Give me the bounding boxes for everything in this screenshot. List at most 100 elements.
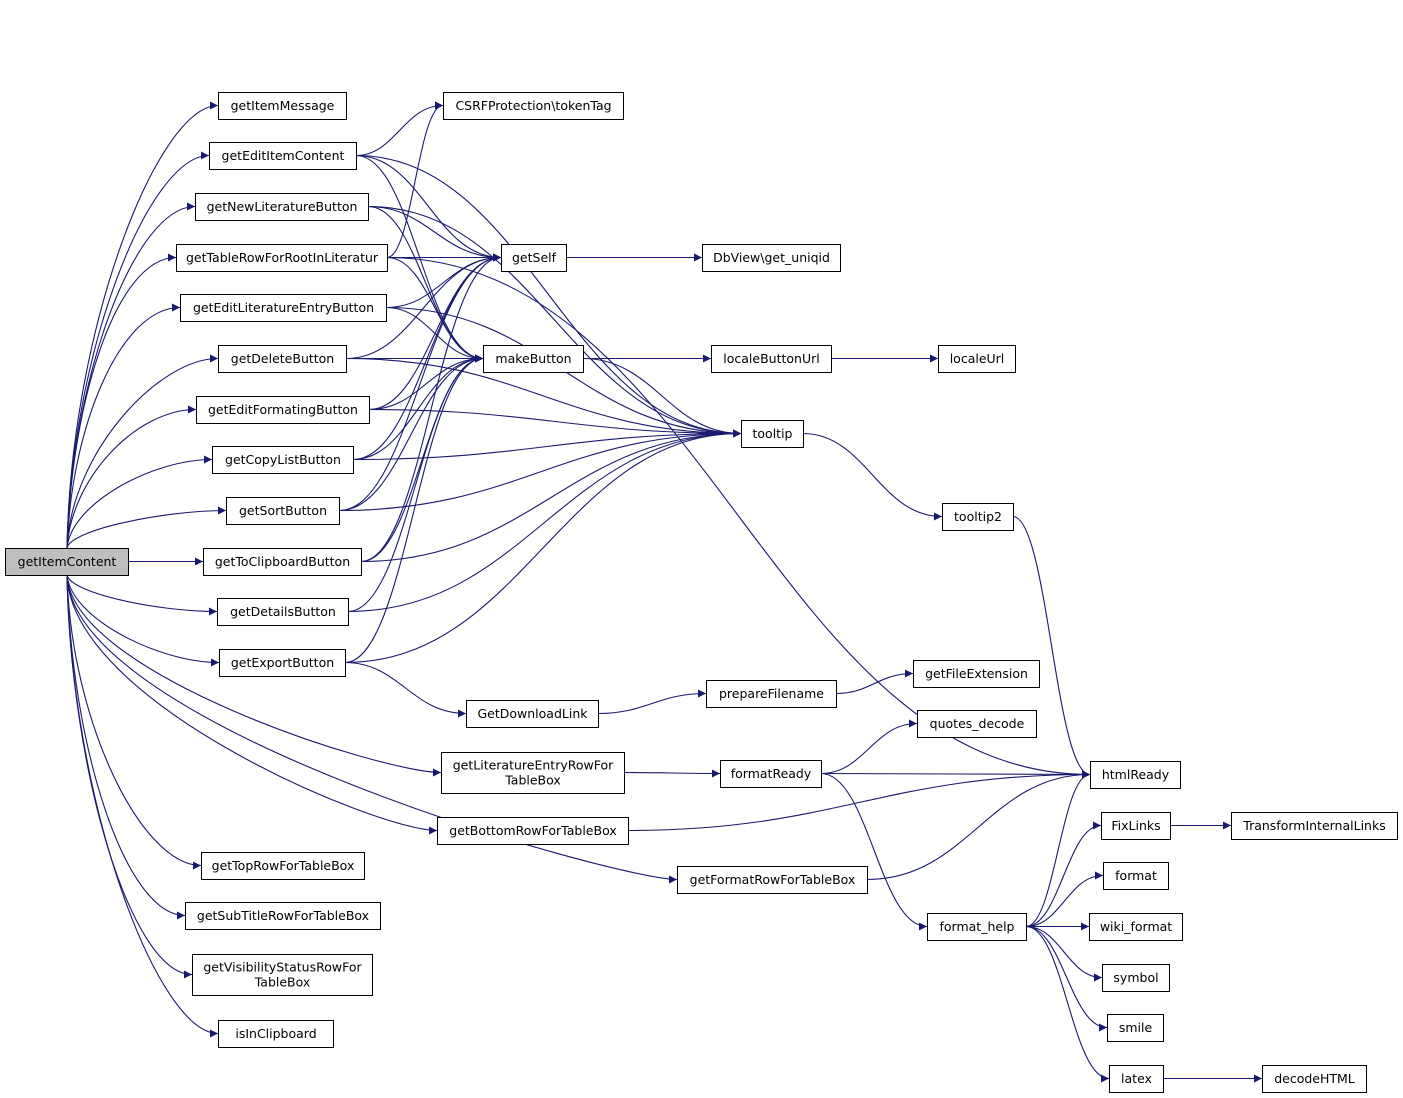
node-localeButtonUrl[interactable]: localeButtonUrl — [711, 345, 832, 373]
node-getItemMessage[interactable]: getItemMessage — [218, 92, 347, 120]
node-getNewLiteratureButton[interactable]: getNewLiteratureButton — [195, 193, 369, 221]
node-box — [1090, 761, 1181, 789]
edge-tooltip2-to-htmlReady — [1012, 515, 1091, 779]
edge-getItemContent-to-getDetailsButton — [66, 574, 218, 616]
node-prepareFilename[interactable]: prepareFilename — [706, 680, 837, 708]
node-makeButton[interactable]: makeButton — [483, 345, 584, 373]
node-box — [437, 817, 629, 845]
edge-getItemContent-to-getLiteratureEntryRowForTableBox — [66, 574, 442, 777]
node-decodeHTML[interactable]: decodeHTML — [1262, 1065, 1367, 1093]
node-box — [942, 503, 1014, 531]
node-label: makeButton — [495, 351, 571, 366]
node-format_help[interactable]: format_help — [927, 913, 1027, 941]
node-getSelf[interactable]: getSelf — [501, 244, 567, 272]
node-box — [1089, 913, 1183, 941]
node-box — [1103, 862, 1169, 890]
node-smile[interactable]: smile — [1107, 1014, 1164, 1042]
node-symbol[interactable]: symbol — [1102, 964, 1170, 992]
node-box — [218, 1020, 334, 1048]
edge-getDetailsButton-to-tooltip — [347, 429, 742, 613]
edge-getToClipboardButton-to-tooltip — [360, 429, 742, 563]
edge-getNewLiteratureButton-to-tooltip — [367, 205, 742, 438]
node-label: getTopRowForTableBox — [212, 858, 355, 873]
node-box — [927, 913, 1027, 941]
node-FixLinks[interactable]: FixLinks — [1101, 812, 1171, 840]
node-getFileExtension[interactable]: getFileExtension — [913, 660, 1040, 688]
node-label: getFormatRowForTableBox — [690, 872, 856, 887]
node-getDeleteButton[interactable]: getDeleteButton — [218, 345, 347, 373]
node-label: CSRFProtection\tokenTag — [455, 98, 611, 113]
node-TransformInternalLinks[interactable]: TransformInternalLinks — [1231, 812, 1398, 840]
edge-GetDownloadLink-to-prepareFilename — [597, 689, 707, 715]
node-box — [1102, 964, 1170, 992]
edge-getToClipboardButton-to-getSelf — [360, 253, 502, 563]
node-latex[interactable]: latex — [1109, 1065, 1164, 1093]
node-getBottomRowForTableBox[interactable]: getBottomRowForTableBox — [437, 817, 629, 845]
node-getEditItemContent[interactable]: getEditItemContent — [209, 142, 357, 170]
edge-getCopyListButton-to-makeButton — [352, 354, 484, 461]
node-label: getExportButton — [231, 655, 334, 670]
node-label: symbol — [1113, 970, 1158, 985]
node-isInClipboard[interactable]: isInClipboard — [218, 1020, 334, 1048]
edge-formatReady-to-format_help — [820, 772, 928, 931]
node-getTopRowForTableBox[interactable]: getTopRowForTableBox — [201, 852, 365, 880]
edge-getNewLiteratureButton-to-getSelf — [367, 205, 502, 262]
node-box — [720, 760, 822, 788]
node-label: decodeHTML — [1274, 1071, 1355, 1086]
edge-format_help-to-smile — [1025, 925, 1108, 1032]
edge-tooltip-to-tooltip2 — [802, 432, 943, 521]
node-getTableRowForRootInLiteratur[interactable]: getTableRowForRootInLiteratur — [176, 244, 388, 272]
node-box — [209, 142, 357, 170]
edge-getBottomRowForTableBox-to-htmlReady — [627, 770, 1091, 832]
node-wiki_format[interactable]: wiki_format — [1089, 913, 1183, 941]
edge-getItemContent-to-getExportButton — [66, 574, 220, 667]
node-quotes_decode[interactable]: quotes_decode — [917, 710, 1037, 738]
node-formatReady[interactable]: formatReady — [720, 760, 822, 788]
node-getEditFormatingButton[interactable]: getEditFormatingButton — [196, 396, 370, 424]
node-getFormatRowForTableBox[interactable]: getFormatRowForTableBox — [677, 866, 868, 894]
node-tooltip[interactable]: tooltip — [741, 420, 804, 448]
node-label: getDetailsButton — [230, 604, 336, 619]
node-getSortButton[interactable]: getSortButton — [226, 497, 340, 525]
node-label: tooltip — [753, 426, 793, 441]
node-box — [218, 345, 347, 373]
edge-getItemContent-to-getEditLiteratureEntryButton — [66, 303, 181, 549]
node-getToClipboardButton[interactable]: getToClipboardButton — [203, 548, 362, 576]
node-label: getEditItemContent — [222, 148, 345, 163]
node-format[interactable]: format — [1103, 862, 1169, 890]
node-getDetailsButton[interactable]: getDetailsButton — [217, 598, 349, 626]
node-tooltip2[interactable]: tooltip2 — [942, 503, 1014, 531]
node-getSubTitleRowForTableBox[interactable]: getSubTitleRowForTableBox — [185, 902, 381, 930]
node-box — [176, 244, 388, 272]
node-getItemContent[interactable]: getItemContent — [5, 548, 129, 576]
node-getExportButton[interactable]: getExportButton — [219, 649, 346, 677]
edge-makeButton-to-tooltip — [582, 357, 742, 438]
node-label: TableBox — [504, 773, 561, 788]
node-box — [180, 294, 387, 322]
node-label: format_help — [940, 919, 1015, 934]
edge-getCopyListButton-to-tooltip — [352, 429, 742, 461]
node-box — [5, 548, 129, 576]
node-getEditLiteratureEntryButton[interactable]: getEditLiteratureEntryButton — [180, 294, 387, 322]
node-GetDownloadLink[interactable]: GetDownloadLink — [466, 700, 599, 728]
node-box — [706, 680, 837, 708]
node-localeUrl[interactable]: localeUrl — [938, 345, 1016, 373]
edge-format_help-to-symbol — [1025, 925, 1103, 982]
node-box — [741, 420, 804, 448]
node-getCopyListButton[interactable]: getCopyListButton — [212, 446, 354, 474]
node-DbView_get_uniqid[interactable]: DbView\get_uniqid — [702, 244, 841, 272]
node-layer: getItemContent getItemMessage getEditItemC… — [5, 92, 1398, 1093]
edge-getItemContent-to-getCopyListButton — [66, 455, 213, 549]
node-box — [1101, 812, 1171, 840]
node-label: htmlReady — [1102, 767, 1170, 782]
node-label: getEditFormatingButton — [208, 402, 358, 417]
node-CSRFProtection_tokenTag[interactable]: CSRFProtection\tokenTag — [443, 92, 624, 120]
edge-getItemContent-to-getDeleteButton — [66, 354, 219, 549]
node-label: TableBox — [254, 975, 311, 990]
edge-getItemContent-to-getFormatRowForTableBox — [66, 574, 678, 884]
node-htmlReady[interactable]: htmlReady — [1090, 761, 1181, 789]
edge-getTableRowForRootInLiteratur-to-CSRFProtection_tokenTag — [386, 101, 444, 259]
